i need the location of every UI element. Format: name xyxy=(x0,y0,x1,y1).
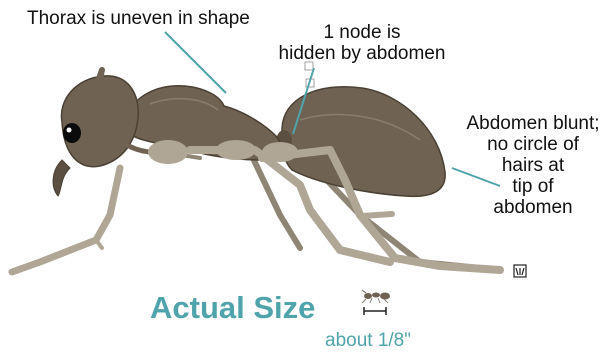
mid-coxa xyxy=(216,140,256,160)
actual-size-title: Actual Size xyxy=(150,290,315,326)
node-label-line: 1 node is xyxy=(266,22,458,43)
abdomen-label-line: no circle of xyxy=(455,134,611,155)
abdomen-label-line: abdomen xyxy=(455,197,611,218)
abdomen-label-line: Abdomen blunt; xyxy=(455,113,611,134)
actual-size-ant xyxy=(362,290,390,303)
node-label: 1 node is hidden by abdomen xyxy=(266,22,458,64)
front-leg xyxy=(12,168,120,272)
abdomen xyxy=(282,87,445,197)
scale-bar xyxy=(364,307,386,315)
node-label-line: hidden by abdomen xyxy=(266,43,458,64)
abdomen-label-line: hairs at xyxy=(455,155,611,176)
thorax-label: Thorax is uneven in shape xyxy=(27,8,250,29)
eye xyxy=(63,123,81,143)
thorax-leader-line xyxy=(165,32,226,93)
foot-detail-icon xyxy=(514,265,526,277)
size-caption: about 1/8" xyxy=(325,330,411,352)
front-coxa xyxy=(148,140,188,164)
abdomen-label: Abdomen blunt; no circle of hairs at tip… xyxy=(455,113,611,218)
mandible xyxy=(53,160,70,196)
eye-highlight xyxy=(67,128,72,133)
hind-coxa xyxy=(262,142,298,162)
abdomen-label-line: tip of xyxy=(455,176,611,197)
